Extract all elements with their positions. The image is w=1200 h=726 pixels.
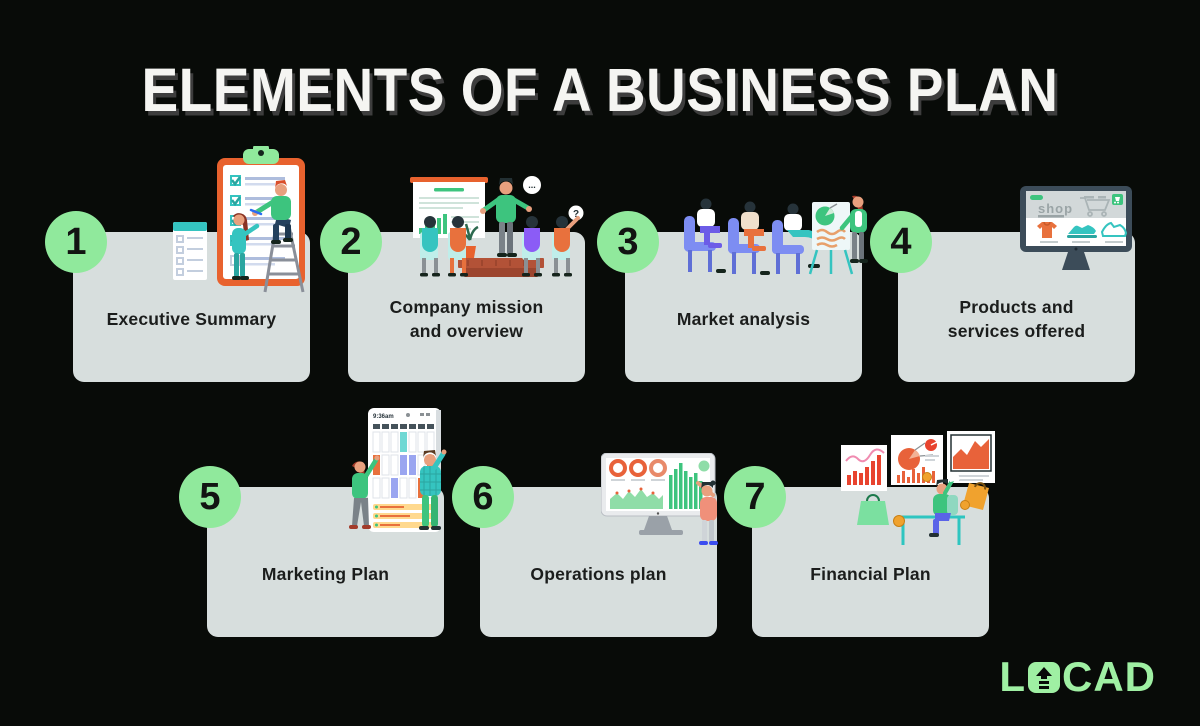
card-label: Marketing Plan [261, 564, 390, 585]
badge-5: 5 [179, 466, 241, 528]
svg-text:...: ... [528, 180, 536, 190]
badge-number: 5 [199, 476, 221, 518]
card-label: Operations plan [530, 564, 667, 585]
card-label: Financial Plan [810, 564, 931, 585]
card-market-analysis: 3 [597, 195, 868, 382]
svg-text:shop: shop [1038, 201, 1073, 216]
card-company-mission: 2 ... ? [320, 176, 585, 382]
svg-text:?: ? [573, 209, 579, 220]
badge-2: 2 [320, 211, 382, 273]
card-products-services: 4 shop Products and services offered [870, 186, 1135, 382]
locad-logo: L CAD [999, 656, 1156, 698]
badge-number: 6 [472, 476, 494, 518]
badge-number: 7 [744, 476, 766, 518]
card-marketing-plan: 5 9:36am [179, 408, 447, 637]
locad-logo-prefix: L [999, 653, 1026, 700]
badge-1: 1 [45, 211, 107, 273]
card-executive-summary: 1 [45, 146, 310, 382]
badge-number: 2 [340, 221, 362, 263]
locad-o-arrow-icon [1028, 662, 1060, 693]
page-title: ELEMENTS OF A BUSINESS PLAN [141, 55, 1059, 125]
svg-text:9:36am: 9:36am [373, 414, 394, 420]
badge-number: 3 [617, 221, 639, 263]
card-label: Executive Summary [106, 309, 277, 330]
card-operations-plan: 6 [452, 453, 718, 637]
badge-7: 7 [724, 466, 786, 528]
badge-number: 1 [65, 221, 87, 263]
card-financial-plan: 7 [724, 431, 995, 637]
locad-logo-suffix: CAD [1062, 653, 1156, 700]
badge-number: 4 [890, 221, 912, 263]
card-label: Company mission and overview [389, 297, 544, 341]
card-label: Market analysis [676, 309, 811, 330]
card-label: Products and services offered [947, 297, 1086, 341]
badge-3: 3 [597, 211, 659, 273]
badge-4: 4 [870, 211, 932, 273]
badge-6: 6 [452, 466, 514, 528]
